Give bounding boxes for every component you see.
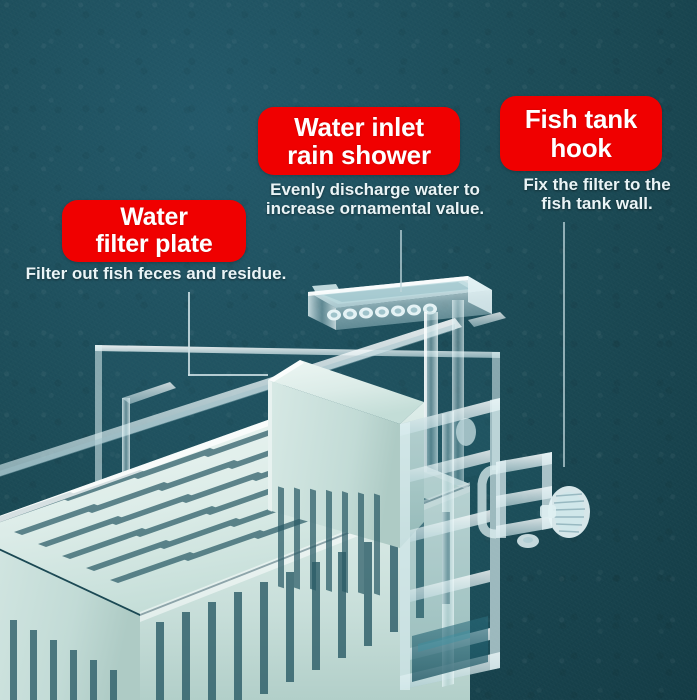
standing-plate-slots — [278, 486, 380, 596]
callout-badge-fish-tank-hook: Fish tank hook — [500, 96, 662, 171]
hook-top-clip — [468, 312, 506, 327]
leader-rain-shower-vertical — [400, 230, 402, 292]
callout-subtitle-water-filter-plate: Filter out fish feces and residue. — [25, 264, 287, 283]
front-top-rail — [0, 318, 462, 477]
hook-thumbscrew-knob — [540, 486, 590, 538]
leader-water-filter-plate-horizontal — [188, 374, 268, 376]
filter-plate-vertical-slots-left — [10, 620, 117, 700]
fish-tank-hook — [477, 452, 590, 548]
callout-badge-water-filter-plate: Water filter plate — [62, 200, 246, 262]
rain-shower-bar — [308, 276, 492, 330]
leader-fish-tank-hook-vertical — [563, 222, 565, 467]
left-vertical-post — [122, 382, 176, 533]
rain-shower-nozzles — [327, 303, 437, 321]
clear-filter-box — [400, 398, 500, 690]
shower-downpipe — [424, 300, 476, 485]
callout-subtitle-fish-tank-hook: Fix the filter to the fish tank wall. — [523, 175, 671, 214]
callout-badge-water-inlet-rain-shower: Water inlet rain shower — [258, 107, 460, 175]
callout-subtitle-water-inlet-rain-shower: Evenly discharge water to increase ornam… — [265, 180, 485, 219]
leader-water-filter-plate-vertical — [188, 292, 190, 376]
